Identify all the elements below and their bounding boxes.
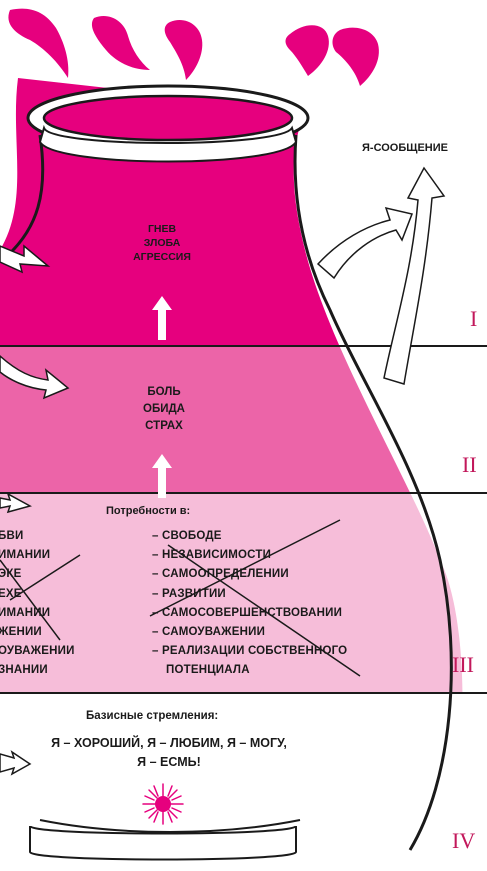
needs-item: – НЕЗАВИСИМОСТИ bbox=[152, 546, 347, 565]
level-2-fill bbox=[0, 346, 487, 493]
base-heading: Базисные стремления: bbox=[86, 710, 218, 722]
needs-item: – СВОБОДЕ bbox=[152, 527, 347, 546]
base-line-1: Я – ХОРОШИЙ, Я – ЛЮБИМ, Я – МОГУ, bbox=[6, 734, 332, 753]
level-1-line: ГНЕВ bbox=[118, 222, 206, 236]
sun-icon bbox=[143, 784, 183, 824]
needs-item-left: ЕХЕ bbox=[0, 585, 75, 604]
i-message-label: Я-СООБЩЕНИЕ bbox=[362, 142, 448, 154]
needs-item: ПОТЕНЦИАЛА bbox=[152, 661, 347, 680]
numeral-1: I bbox=[470, 306, 477, 332]
level-2-line: СТРАХ bbox=[124, 418, 204, 435]
jug-rim-inner bbox=[44, 96, 292, 140]
numeral-3: III bbox=[452, 652, 474, 678]
needs-item: – САМОСОВЕРШЕНСТВОВАНИИ bbox=[152, 604, 347, 623]
needs-item: – САМОУВАЖЕНИИ bbox=[152, 623, 347, 642]
needs-list-left: БВИ ИМАНИИ ЭКЕ ЕХЕ ИМАНИИ ЖЕНИИ ОУВАЖЕНИ… bbox=[0, 527, 75, 681]
needs-item-left: ЗНАНИИ bbox=[0, 661, 75, 680]
level-1-line: АГРЕССИЯ bbox=[118, 250, 206, 264]
splash-4 bbox=[286, 25, 329, 76]
level-1-line: ЗЛОБА bbox=[118, 236, 206, 250]
needs-item-left: ИМАНИИ bbox=[0, 546, 75, 565]
needs-item: – РАЗВИТИИ bbox=[152, 585, 347, 604]
level-2-line: БОЛЬ bbox=[124, 384, 204, 401]
numeral-4: IV bbox=[452, 828, 475, 854]
needs-item-left: ОУВАЖЕНИИ bbox=[0, 642, 75, 661]
splash-3 bbox=[165, 20, 203, 80]
needs-item: – РЕАЛИЗАЦИИ СОБСТВЕННОГО bbox=[152, 642, 347, 661]
level-1-text: ГНЕВ ЗЛОБА АГРЕССИЯ bbox=[118, 222, 206, 264]
splash-2 bbox=[92, 16, 150, 70]
needs-list-right: – СВОБОДЕ – НЕЗАВИСИМОСТИ – САМООПРЕДЕЛЕ… bbox=[152, 527, 347, 681]
needs-item-left: ЖЕНИИ bbox=[0, 623, 75, 642]
out-arrow-long bbox=[384, 168, 444, 384]
splash-1 bbox=[8, 9, 68, 78]
needs-item-left: БВИ bbox=[0, 527, 75, 546]
needs-heading: Потребности в: bbox=[106, 503, 190, 520]
needs-item-left: ЭКЕ bbox=[0, 565, 75, 584]
out-arrow-upper bbox=[318, 208, 412, 278]
level-2-text: БОЛЬ ОБИДА СТРАХ bbox=[124, 384, 204, 435]
base-line-2: Я – ЕСМЬ! bbox=[6, 753, 332, 772]
needs-item: – САМООПРЕДЕЛЕНИИ bbox=[152, 565, 347, 584]
base-statement: Я – ХОРОШИЙ, Я – ЛЮБИМ, Я – МОГУ, Я – ЕС… bbox=[6, 734, 332, 772]
splash-5 bbox=[333, 28, 379, 86]
needs-item-left: ИМАНИИ bbox=[0, 604, 75, 623]
level-2-line: ОБИДА bbox=[124, 401, 204, 418]
numeral-2: II bbox=[462, 452, 477, 478]
